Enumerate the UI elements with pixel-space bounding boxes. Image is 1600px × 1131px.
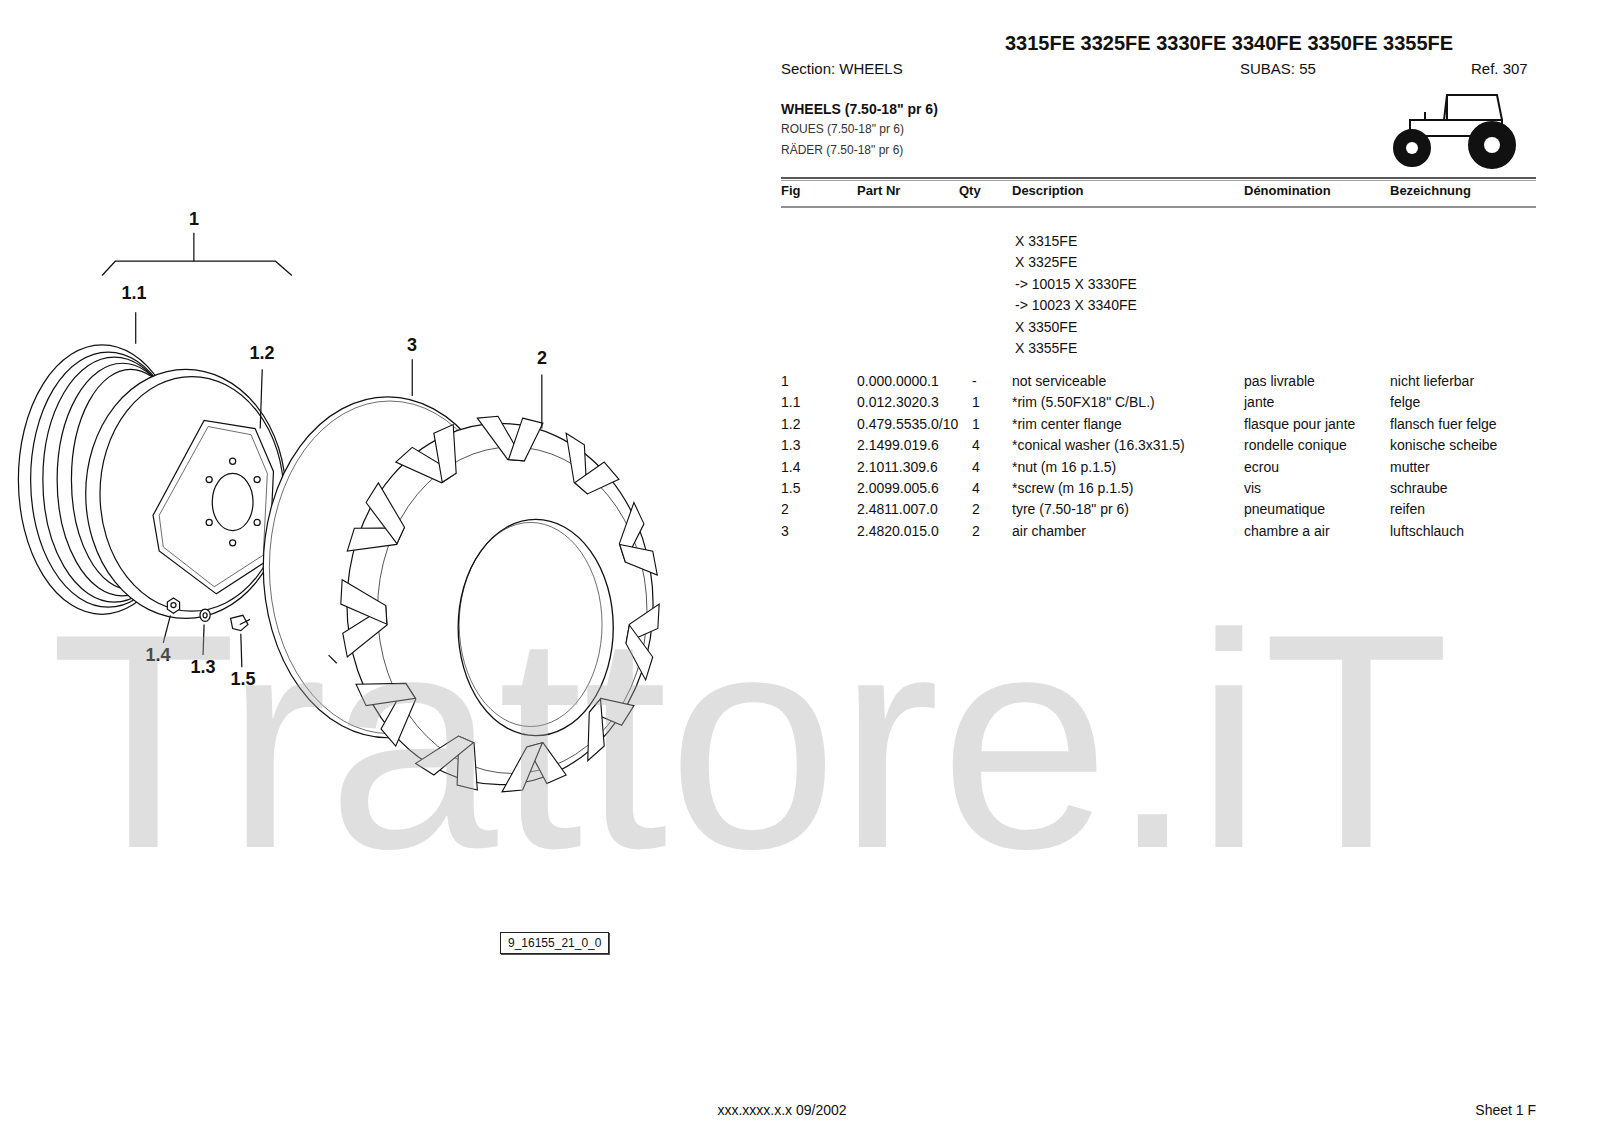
- table-cell: 2.1011.309.6: [857, 459, 938, 475]
- table-cell: konische scheibe: [1390, 437, 1497, 453]
- table-cell: luftschlauch: [1390, 523, 1464, 539]
- table-cell: 2.4820.015.0: [857, 523, 939, 539]
- model-applicability: X 3355FE: [1015, 340, 1077, 356]
- table-rule: [781, 206, 1536, 207]
- table-cell: flansch fuer felge: [1390, 416, 1497, 432]
- figure-code-box: 9_16155_21_0_0: [500, 932, 609, 954]
- table-cell: *screw (m 16 p.1.5): [1012, 480, 1133, 496]
- watermark: Trattore.iT: [50, 588, 1450, 894]
- section-text: Ref. 307: [1471, 60, 1528, 77]
- table-cell: not serviceable: [1012, 373, 1106, 389]
- callout-number: 1: [189, 209, 199, 230]
- table-cell: jante: [1244, 394, 1274, 410]
- table-cell: 2.4811.007.0: [857, 501, 938, 517]
- column-header: Fig: [781, 184, 801, 199]
- table-cell: 1: [972, 416, 980, 432]
- rim-center-flange: [86, 369, 286, 618]
- model-applicability: X 3325FE: [1015, 254, 1077, 270]
- table-cell: 2: [972, 523, 980, 539]
- table-cell: 4: [972, 459, 980, 475]
- leader-line: [541, 374, 542, 428]
- table-cell: *rim (5.50FX18" C/BL.): [1012, 394, 1155, 410]
- table-cell: 1.2: [781, 416, 800, 432]
- leader-line: [412, 359, 413, 396]
- table-cell: 2.1499.019.6: [857, 437, 939, 453]
- table-cell: 2: [972, 501, 980, 517]
- table-cell: 2.0099.005.6: [857, 480, 939, 496]
- table-cell: 2: [781, 501, 789, 517]
- column-header: Part Nr: [857, 184, 900, 199]
- table-cell: 4: [972, 480, 980, 496]
- tread-lug: [509, 418, 543, 461]
- table-cell: *nut (m 16 p.1.5): [1012, 459, 1116, 475]
- leader-line: [260, 369, 262, 428]
- table-cell: pas livrable: [1244, 373, 1315, 389]
- column-header: Qty: [959, 184, 981, 199]
- table-cell: tyre (7.50-18" pr 6): [1012, 501, 1129, 517]
- column-header: Dénomination: [1244, 184, 1331, 199]
- section-text: SUBAS: 55: [1240, 60, 1316, 77]
- table-cell: rondelle conique: [1244, 437, 1347, 453]
- tread-lug: [434, 425, 456, 483]
- leader-line: [193, 233, 194, 262]
- callout-number: 2: [537, 348, 547, 369]
- table-rule: [781, 177, 1536, 179]
- callout-number: 1.2: [249, 343, 274, 364]
- table-cell: nicht lieferbar: [1390, 373, 1474, 389]
- table-cell: 3: [781, 523, 789, 539]
- table-cell: 1.5: [781, 480, 800, 496]
- column-header: Description: [1012, 184, 1084, 199]
- tread-lug: [575, 462, 619, 494]
- model-applicability: -> 10023 X 3340FE: [1015, 297, 1137, 313]
- table-cell: reifen: [1390, 501, 1425, 517]
- table-cell: 1: [972, 394, 980, 410]
- callout-number: 1.1: [121, 283, 146, 304]
- table-cell: -: [972, 373, 977, 389]
- model-applicability: -> 10015 X 3330FE: [1015, 276, 1137, 292]
- group-bracket: [102, 261, 292, 275]
- table-cell: 0.012.3020.3: [857, 394, 939, 410]
- group-heading: WHEELS (7.50-18" pr 6): [781, 101, 938, 117]
- group-heading: RÄDER (7.50-18" pr 6): [781, 144, 903, 158]
- table-cell: 1: [781, 373, 789, 389]
- table-cell: 4: [972, 437, 980, 453]
- group-heading: ROUES (7.50-18" pr 6): [781, 123, 904, 137]
- table-cell: 0.479.5535.0/10: [857, 416, 958, 432]
- table-cell: flasque pour jante: [1244, 416, 1355, 432]
- model-applicability: X 3315FE: [1015, 233, 1077, 249]
- table-cell: mutter: [1390, 459, 1430, 475]
- table-cell: pneumatique: [1244, 501, 1325, 517]
- footer-text: Sheet 1 F: [1475, 1102, 1536, 1118]
- figure-code: 9_16155_21_0_0: [508, 936, 601, 950]
- tread-lug: [366, 483, 404, 544]
- model-applicability: X 3350FE: [1015, 319, 1077, 335]
- column-header: Bezeichnung: [1390, 184, 1471, 199]
- table-cell: 1.3: [781, 437, 800, 453]
- section-text: Section: WHEELS: [781, 60, 903, 77]
- table-cell: 0.000.0000.1: [857, 373, 939, 389]
- table-cell: *conical washer (16.3x31.5): [1012, 437, 1185, 453]
- tractor-icon: [1394, 95, 1515, 168]
- table-rule: [781, 180, 1536, 181]
- table-cell: chambre a air: [1244, 523, 1330, 539]
- table-cell: 1.4: [781, 459, 800, 475]
- callout-number: 3: [407, 335, 417, 356]
- table-cell: schraube: [1390, 480, 1448, 496]
- table-cell: 1.1: [781, 394, 800, 410]
- table-cell: air chamber: [1012, 523, 1086, 539]
- table-cell: ecrou: [1244, 459, 1279, 475]
- table-cell: felge: [1390, 394, 1420, 410]
- page-title: 3315FE 3325FE 3330FE 3340FE 3350FE 3355F…: [1005, 32, 1453, 55]
- footer-text: xxx.xxxx.x.x 09/2002: [717, 1102, 846, 1118]
- table-cell: *rim center flange: [1012, 416, 1122, 432]
- table-cell: vis: [1244, 480, 1261, 496]
- tread-lug: [620, 544, 658, 575]
- leader-line: [135, 312, 136, 344]
